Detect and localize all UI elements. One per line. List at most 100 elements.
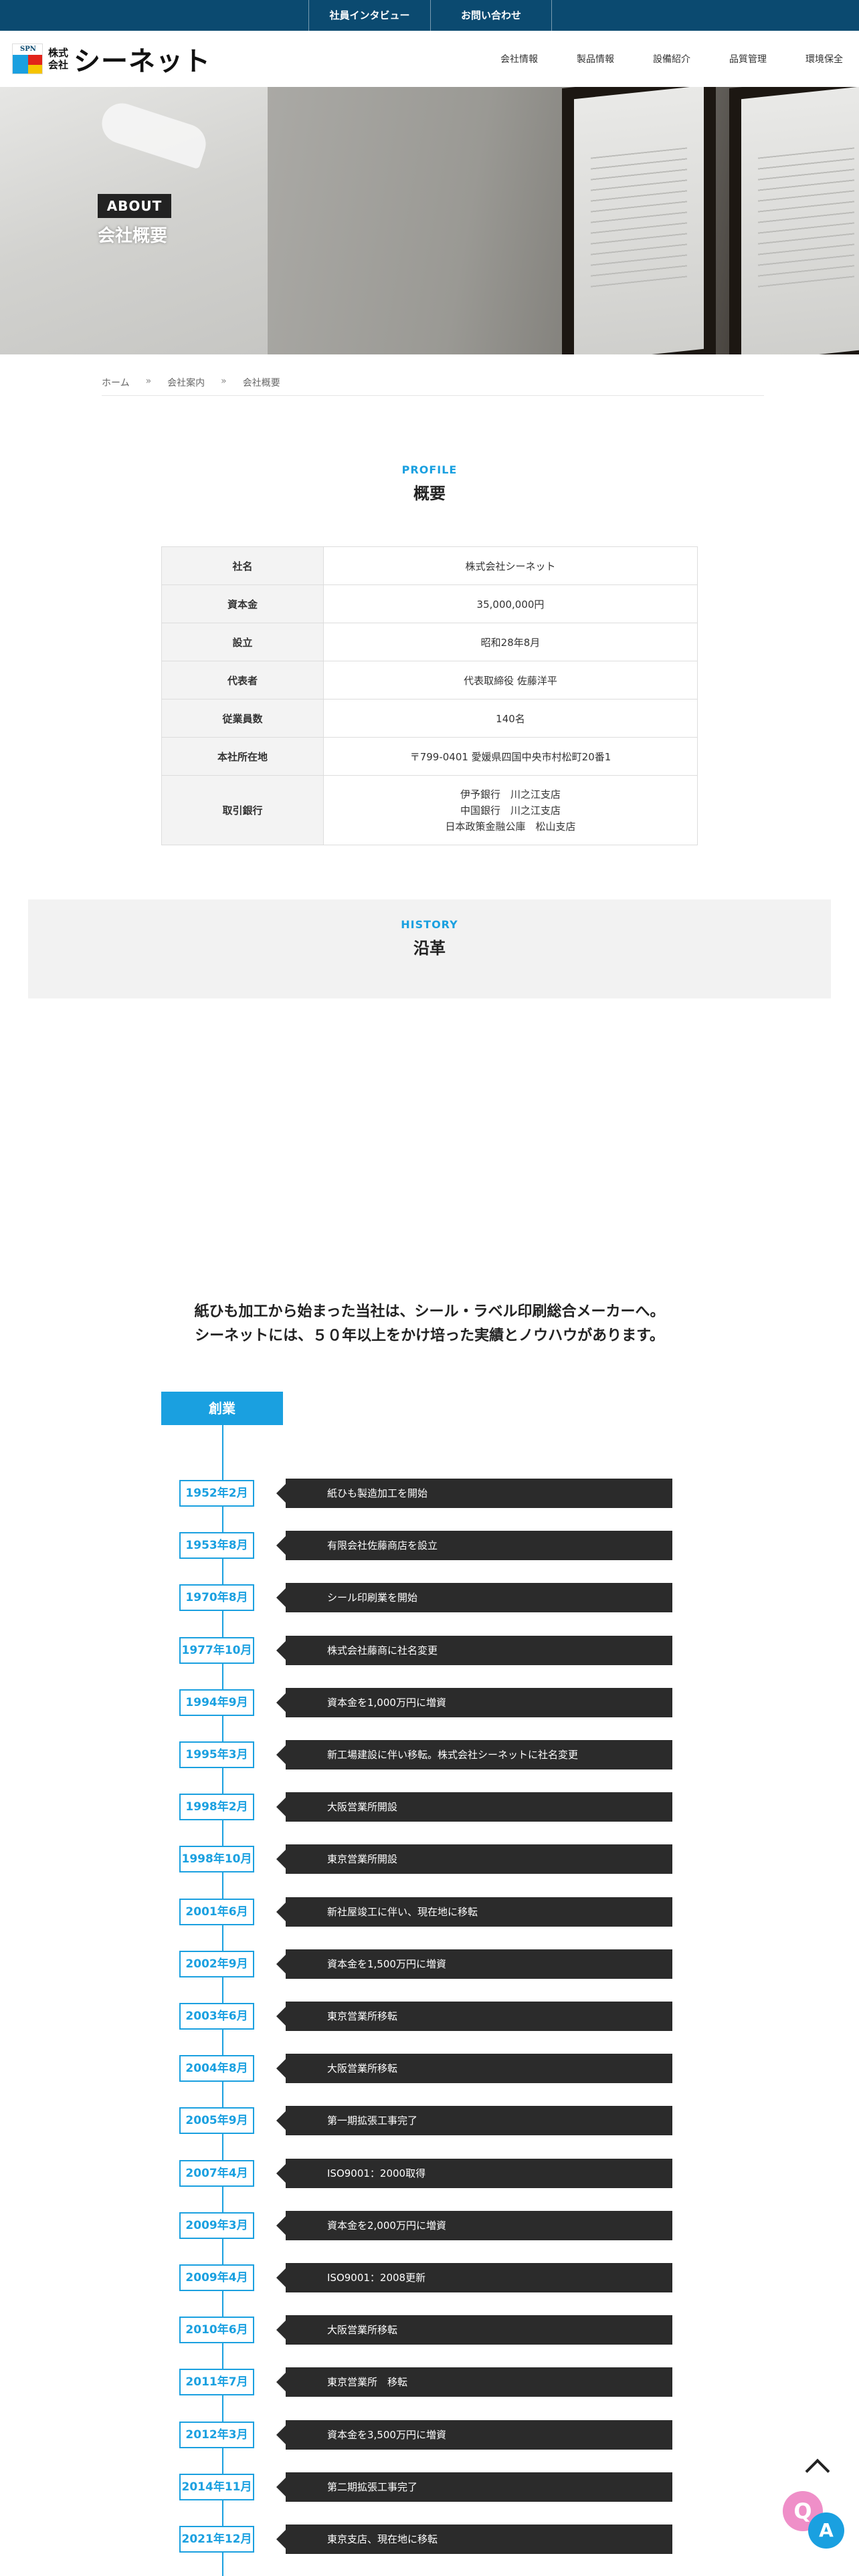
timeline-date: 1998年10月	[179, 1846, 254, 1872]
timeline-item: 2012年3月資本金を3,500万円に増資	[0, 2420, 859, 2450]
timeline-date: 1995年3月	[179, 1741, 254, 1768]
timeline-date: 1970年8月	[179, 1584, 254, 1611]
page-title: 会社概要	[98, 226, 168, 246]
bank-item: 中国銀行 川之江支店	[460, 804, 561, 817]
row-value: 株式会社シーネット	[323, 546, 698, 585]
qa-button[interactable]: Q A	[783, 2491, 856, 2558]
profile-table: 社名 株式会社シーネット 資本金 35,000,000円 設立 昭和28年8月 …	[161, 546, 698, 845]
timeline-item: 2003年6月東京営業所移転	[0, 2002, 859, 2031]
timeline-founding-label: 創業	[161, 1392, 283, 1425]
timeline-item: 2014年11月第二期拡張工事完了	[0, 2472, 859, 2502]
timeline-date: 2009年3月	[179, 2212, 254, 2239]
timeline-date: 2014年11月	[179, 2474, 254, 2500]
nav-environment[interactable]: 環境保全	[805, 54, 843, 65]
timeline-event: 新社屋竣工に伴い、現在地に移転	[276, 1897, 672, 1927]
hero-banner: ABOUT 会社概要	[0, 87, 859, 354]
row-label: 本社所在地	[161, 737, 324, 776]
timeline-event: 東京営業所移転	[276, 2002, 672, 2031]
row-label: 社名	[161, 546, 324, 585]
table-row: 社名 株式会社シーネット	[161, 546, 698, 585]
contact-link[interactable]: お問い合わせ	[430, 0, 552, 31]
timeline-item: 1995年3月新工場建設に伴い移転。株式会社シーネットに社名変更	[0, 1740, 859, 1769]
timeline-event: 資本金を1,000万円に増資	[276, 1688, 672, 1717]
bank-list: 伊予銀行 川之江支店 中国銀行 川之江支店 日本政策金融公庫 松山支店	[323, 775, 698, 845]
timeline-date: 2009年4月	[179, 2264, 254, 2291]
breadcrumb-separator: »	[221, 376, 227, 387]
timeline-event: 大阪営業所開設	[276, 1792, 672, 1822]
certificate-frame-1	[562, 87, 716, 354]
timeline-item: 1994年9月資本金を1,000万円に増資	[0, 1688, 859, 1717]
timeline-event: 株式会社藤商に社名変更	[276, 1636, 672, 1665]
top-utility-bar: 社員インタビュー お問い合わせ	[0, 0, 859, 31]
timeline-item: 1998年2月大阪営業所開設	[0, 1792, 859, 1822]
timeline-item: 2011年7月東京営業所 移転	[0, 2367, 859, 2397]
table-row: 従業員数 140名	[161, 699, 698, 738]
nav-equipment[interactable]: 設備紹介	[653, 54, 690, 65]
row-label: 代表者	[161, 661, 324, 700]
timeline-date: 2012年3月	[179, 2422, 254, 2448]
timeline-date: 1998年2月	[179, 1794, 254, 1820]
hero-badge: ABOUT	[98, 194, 171, 218]
row-value: 昭和28年8月	[323, 623, 698, 661]
timeline-event: 東京支店、現在地に移転	[276, 2525, 672, 2554]
timeline-date: 1953年8月	[179, 1532, 254, 1559]
row-label: 資本金	[161, 584, 324, 623]
a-icon: A	[808, 2512, 844, 2549]
table-row: 本社所在地 〒799-0401 愛媛県四国中央市村松町20番1	[161, 737, 698, 776]
timeline-date: 2003年6月	[179, 2003, 254, 2030]
timeline-event: 紙ひも製造加工を開始	[276, 1479, 672, 1508]
timeline-item: 2009年3月資本金を2,000万円に増資	[0, 2211, 859, 2240]
breadcrumb-home[interactable]: ホーム	[102, 378, 130, 389]
breadcrumb: ホーム » 会社案内 » 会社概要	[102, 376, 764, 396]
timeline-item: 2001年6月新社屋竣工に伴い、現在地に移転	[0, 1897, 859, 1927]
nav-products[interactable]: 製品情報	[577, 54, 614, 65]
history-intro-line: シーネットには、５０年以上をかけ培った実績とノウハウがあります。	[195, 1327, 664, 1344]
timeline-line	[222, 1425, 223, 2576]
timeline-item: 1977年10月株式会社藤商に社名変更	[0, 1636, 859, 1665]
row-value: 35,000,000円	[323, 584, 698, 623]
timeline-event: 東京営業所 移転	[276, 2367, 672, 2397]
logo-company-type: 株式会社	[48, 47, 69, 71]
timeline-date: 1994年9月	[179, 1689, 254, 1716]
page-top-button[interactable]	[803, 2454, 832, 2481]
row-label: 設立	[161, 623, 324, 661]
timeline-item: 2010年6月大阪営業所移転	[0, 2315, 859, 2345]
nav-quality[interactable]: 品質管理	[729, 54, 767, 65]
profile-heading-ja: 概要	[413, 484, 446, 503]
timeline-event: 第二期拡張工事完了	[276, 2472, 672, 2502]
nav-company[interactable]: 会社情報	[500, 54, 538, 65]
timeline-item: 2021年12月東京支店、現在地に移転	[0, 2525, 859, 2554]
row-value: 代表取締役 佐藤洋平	[323, 661, 698, 700]
timeline-date: 2005年9月	[179, 2107, 254, 2134]
timeline-event: 資本金を3,500万円に増資	[276, 2420, 672, 2450]
timeline-event: シール印刷業を開始	[276, 1583, 672, 1612]
timeline-item: 1952年2月紙ひも製造加工を開始	[0, 1479, 859, 1508]
timeline-item: 1953年8月有限会社佐藤商店を設立	[0, 1531, 859, 1560]
logo-mark-icon: SPN	[12, 43, 43, 74]
profile-heading-en: PROFILE	[401, 463, 458, 476]
timeline-item: 1970年8月シール印刷業を開始	[0, 1583, 859, 1612]
bank-item: 日本政策金融公庫 松山支店	[445, 820, 576, 833]
site-logo[interactable]: SPN 株式会社 シーネット	[12, 43, 211, 77]
timeline-date: 2004年8月	[179, 2055, 254, 2082]
q-icon: Q	[783, 2491, 823, 2531]
timeline-event: 資本金を2,000万円に増資	[276, 2211, 672, 2240]
breadcrumb-separator: »	[145, 376, 152, 387]
history-heading: HISTORY 沿革	[0, 918, 859, 958]
bank-item: 伊予銀行 川之江支店	[460, 788, 561, 800]
interview-link[interactable]: 社員インタビュー	[308, 0, 430, 31]
timeline-event: 東京営業所開設	[276, 1844, 672, 1874]
breadcrumb-about[interactable]: 会社案内	[167, 378, 205, 389]
breadcrumb-current: 会社概要	[242, 378, 280, 389]
timeline-item: 1998年10月東京営業所開設	[0, 1844, 859, 1874]
history-intro-line: 紙ひも加工から始まった当社は、シール・ラベル印刷総合メーカーへ。	[194, 1303, 665, 1320]
timeline-event: 新工場建設に伴い移転。株式会社シーネットに社名変更	[276, 1740, 672, 1769]
table-row: 取引銀行 伊予銀行 川之江支店 中国銀行 川之江支店 日本政策金融公庫 松山支店	[161, 775, 698, 845]
logo-mark-text: SPN	[13, 44, 42, 55]
certificate-frame-2	[729, 87, 859, 354]
table-row: 資本金 35,000,000円	[161, 584, 698, 623]
timeline-event: 有限会社佐藤商店を設立	[276, 1531, 672, 1560]
timeline-event: 資本金を1,500万円に増資	[276, 1949, 672, 1979]
history-intro: 紙ひも加工から始まった当社は、シール・ラベル印刷総合メーカーへ。 シーネットには…	[0, 1300, 859, 1348]
